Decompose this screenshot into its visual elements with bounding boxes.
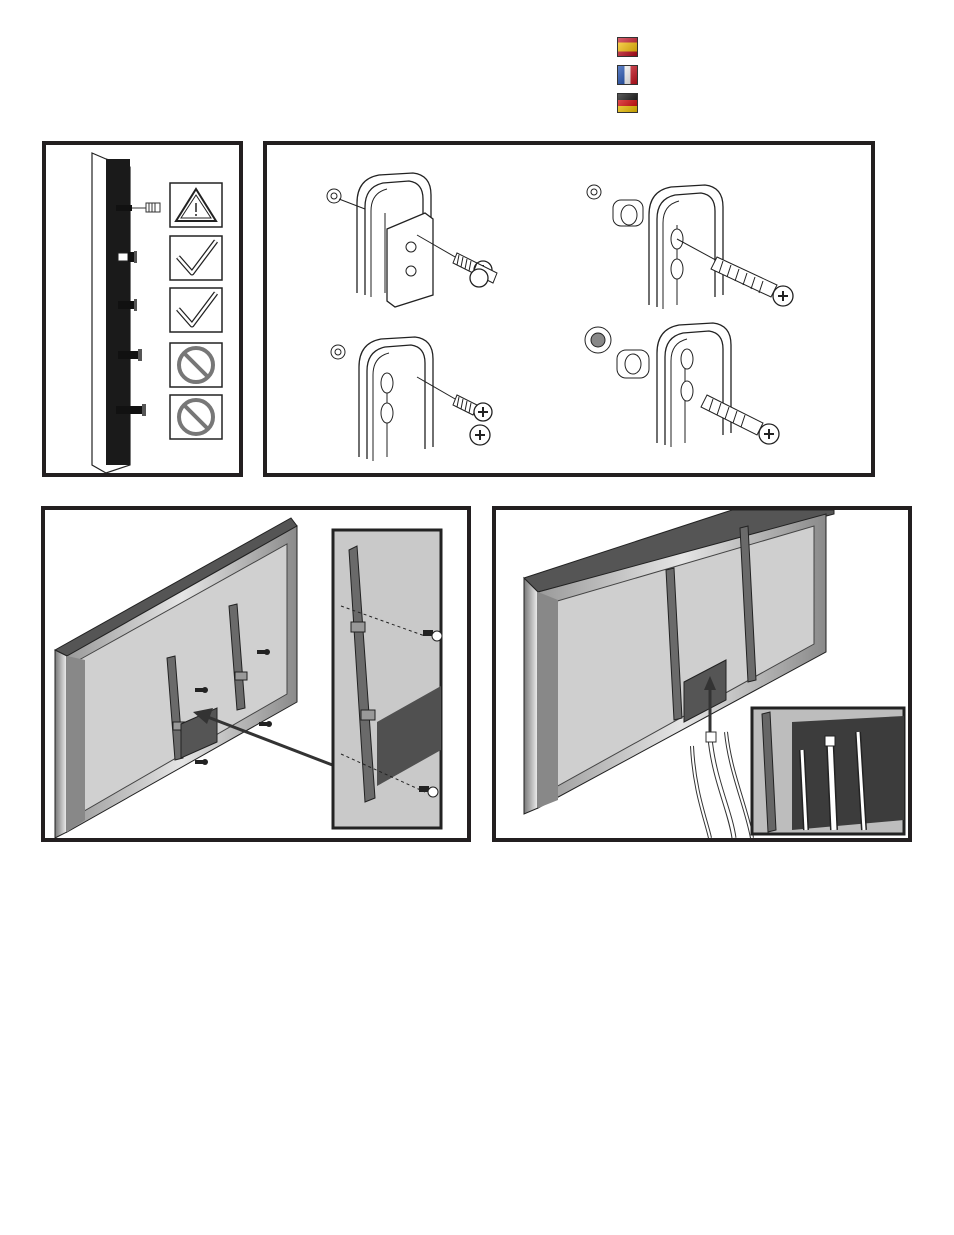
check-icon: [170, 288, 222, 332]
detail-inset: [333, 530, 442, 828]
config-spacer-long-screw: [587, 185, 793, 309]
cable-routing-panel: [492, 506, 912, 842]
config-plate-screw: [327, 173, 497, 307]
hardware-configurations: [267, 145, 871, 473]
config-washer-screw: [331, 337, 492, 461]
attach-brackets-illustration: [45, 510, 467, 838]
warning-icon: [170, 183, 222, 227]
screw-length-illustration: [46, 145, 239, 473]
screw-correct-1: [118, 251, 137, 263]
cable-routing-illustration: [496, 510, 908, 838]
check-icon: [170, 236, 222, 280]
france-flag-icon: [617, 65, 638, 85]
screw-length-panel: [42, 141, 243, 477]
prohibited-icon: [170, 343, 222, 387]
attach-brackets-panel: [41, 506, 471, 842]
germany-flag-icon: [617, 93, 638, 113]
cable-detail-inset: [752, 708, 904, 834]
cables: [692, 732, 752, 838]
spain-flag-icon: [617, 37, 638, 57]
prohibited-icon: [170, 395, 222, 439]
bracket-hardware-panel: [263, 141, 875, 477]
config-cup-washer-spacer-screw: [585, 323, 779, 447]
